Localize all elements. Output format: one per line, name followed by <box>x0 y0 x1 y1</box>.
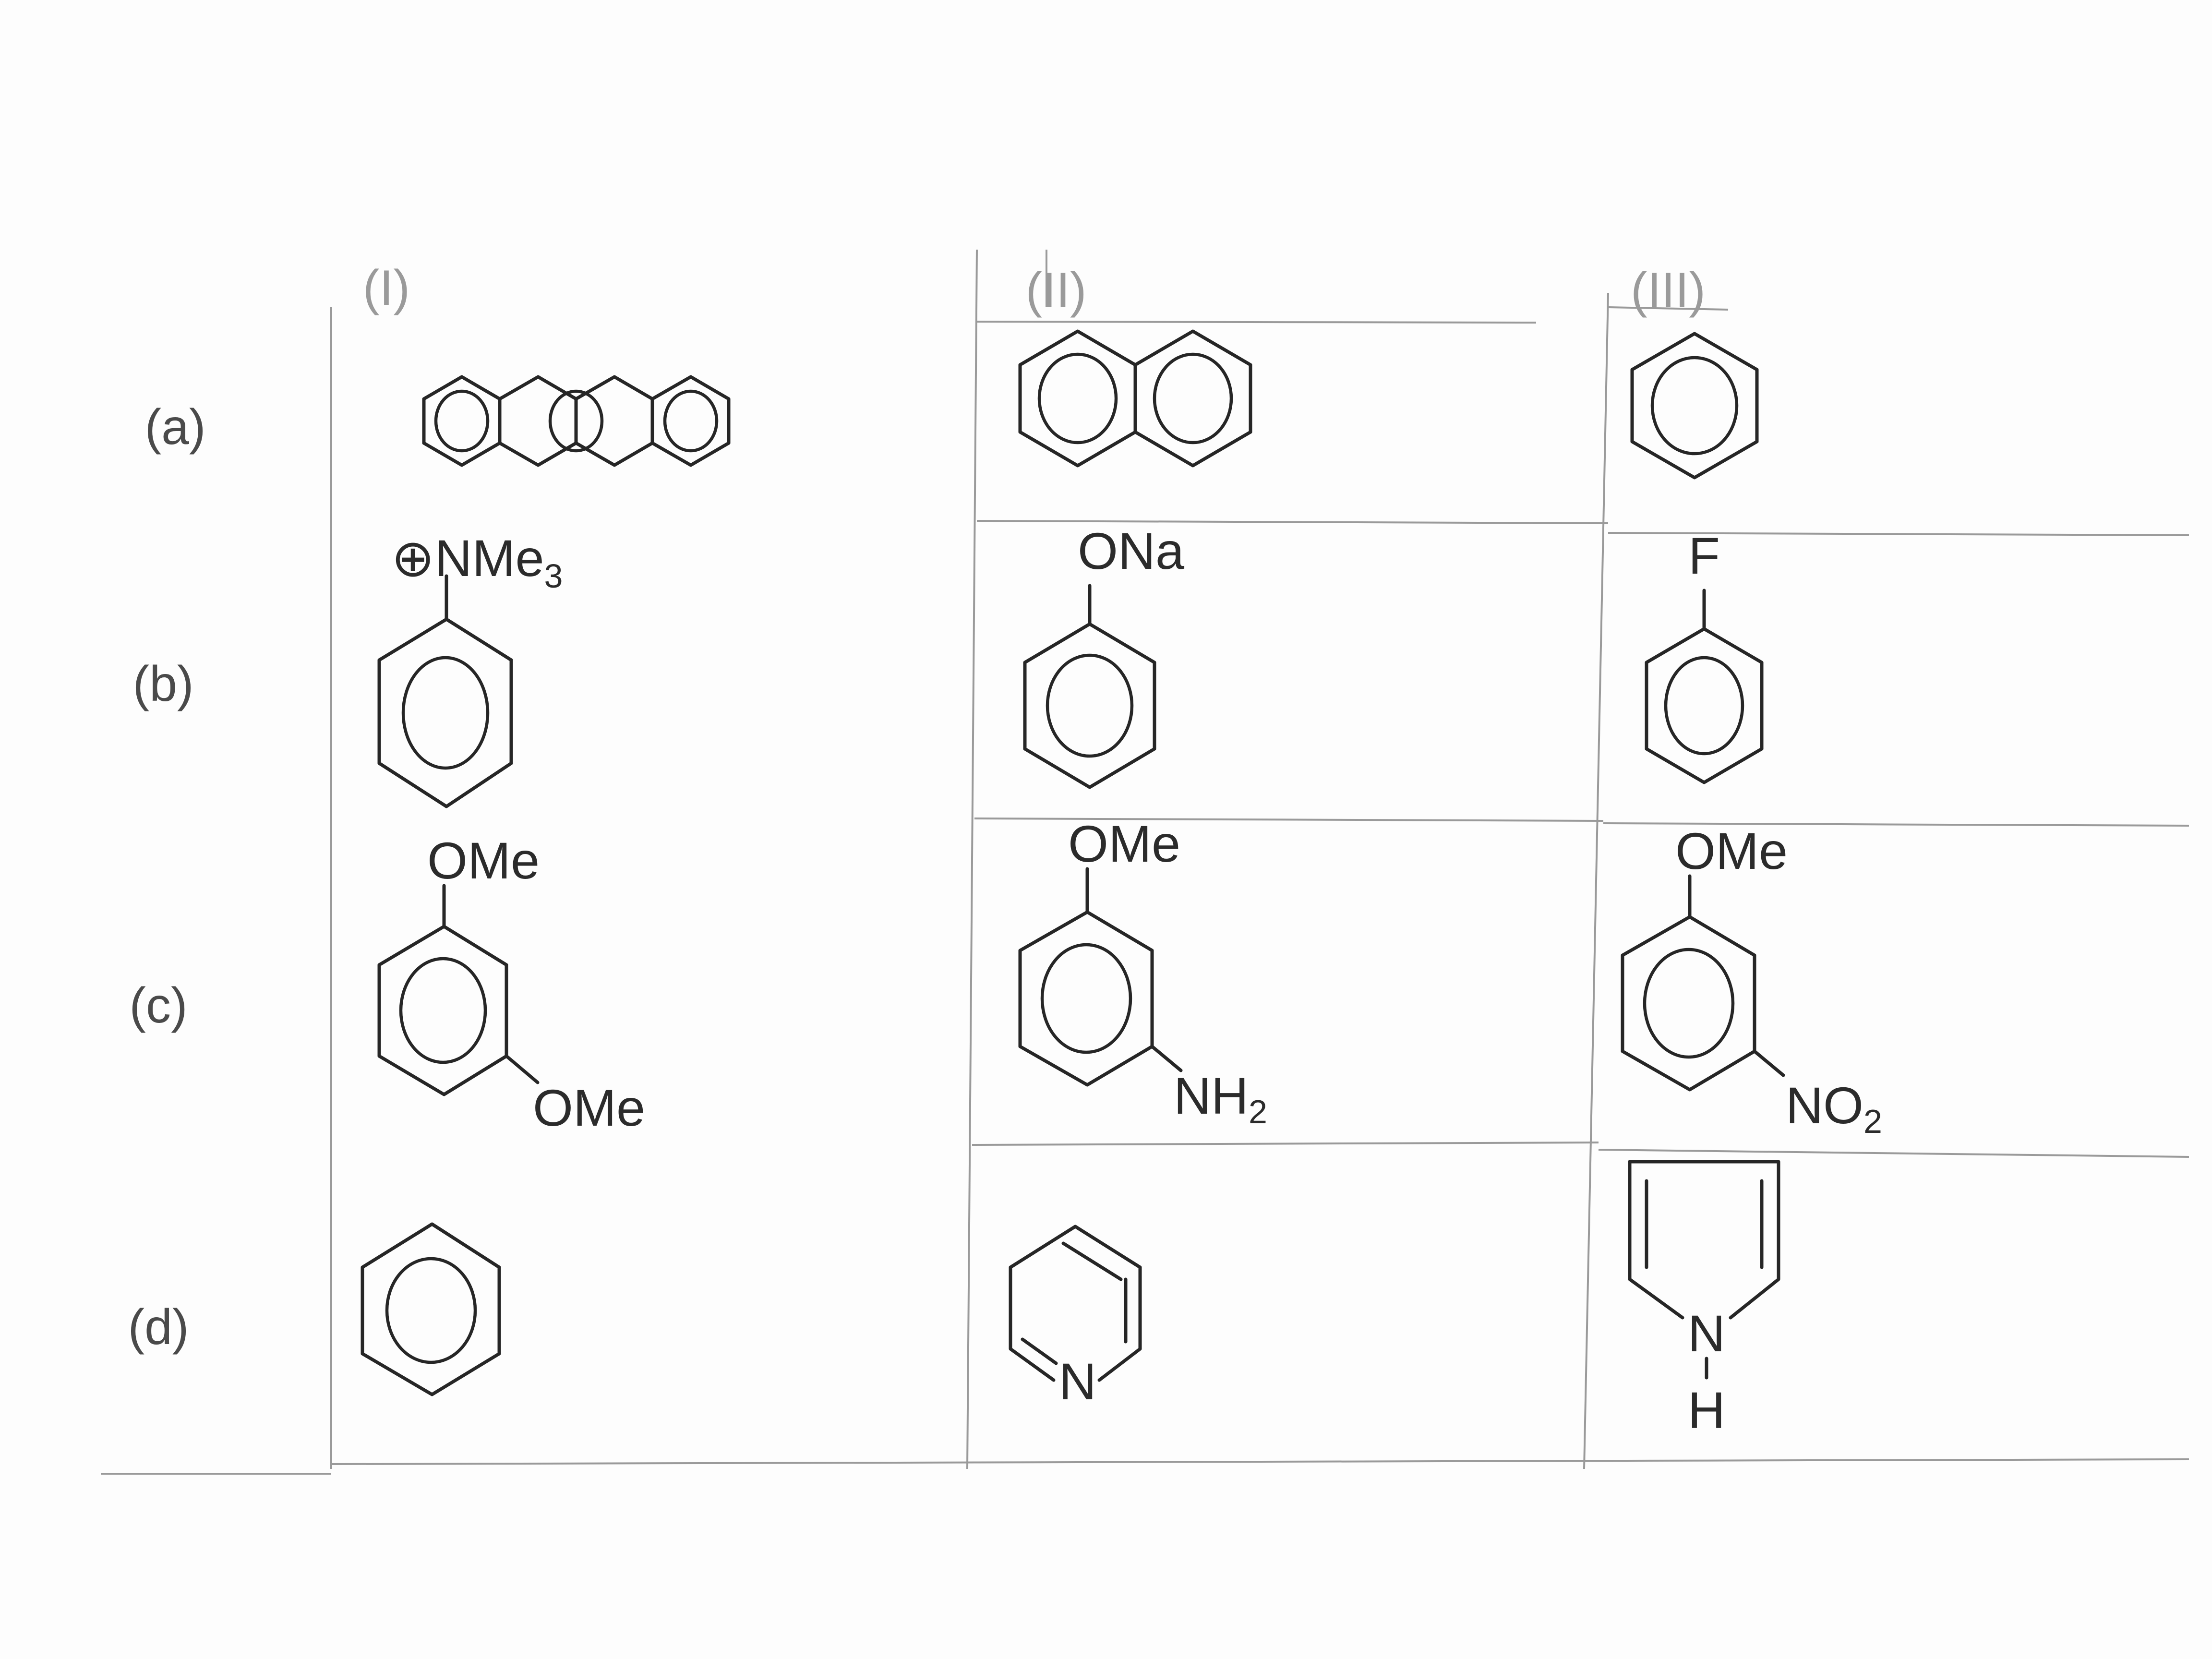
sodium-phenoxide-icon: ONa <box>1023 522 1185 789</box>
phenyl-trimethylammonium-icon: ⊕NMe3 <box>377 529 563 808</box>
row-label-c: (c) <box>129 978 187 1034</box>
pyridine-icon: N <box>1009 1225 1142 1410</box>
column-header-2: (II) <box>1025 263 1086 318</box>
benzene-icon <box>361 1222 501 1396</box>
methoxy-label-meta: OMe <box>533 1079 645 1137</box>
table-grid <box>101 249 2189 1475</box>
column-header-3: (III) <box>1631 263 1706 318</box>
methoxy-label: OMe <box>1675 822 1788 880</box>
meta-methoxyaniline-icon: OMe NH2 <box>1018 815 1267 1130</box>
naphthalene-icon <box>1018 329 1252 468</box>
meta-dimethoxybenzene-icon: OMe OMe <box>377 831 645 1137</box>
ona-label: ONa <box>1078 522 1185 580</box>
benzene-icon <box>1630 332 1759 480</box>
amino-label: NH2 <box>1174 1067 1267 1130</box>
pyrrole-nitrogen-label: N <box>1688 1304 1725 1362</box>
nme3-label: ⊕NMe3 <box>391 529 563 595</box>
pyridine-nitrogen-label: N <box>1059 1352 1096 1410</box>
column-header-1: (I) <box>363 260 410 316</box>
meta-methoxynitrobenzene-icon: OMe NO2 <box>1621 822 1882 1140</box>
methoxy-label: OMe <box>1068 815 1180 873</box>
anthracene-icon <box>422 375 731 467</box>
row-label-a: (a) <box>144 399 205 455</box>
fluorobenzene-icon: F <box>1645 527 1764 784</box>
fluorine-label: F <box>1688 527 1720 585</box>
methoxy-label-top: OMe <box>427 831 540 890</box>
row-label-b: (b) <box>132 656 193 712</box>
row-label-d: (d) <box>128 1299 189 1355</box>
pyrrole-icon: N H <box>1628 1160 1780 1439</box>
nitro-label: NO2 <box>1786 1076 1882 1140</box>
pyrrole-hydrogen-label: H <box>1688 1381 1725 1439</box>
